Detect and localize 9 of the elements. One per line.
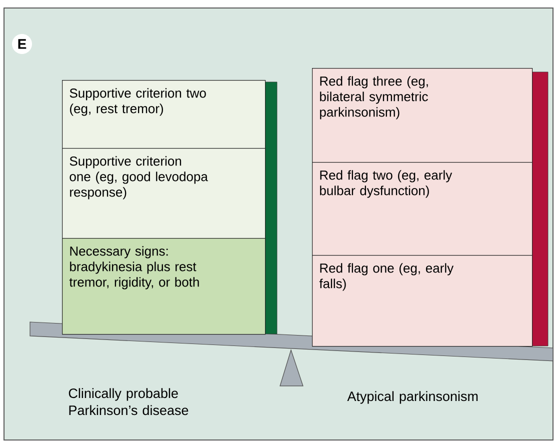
criterion-box: Supportive criterion one (eg, good levodopa response) <box>62 148 266 239</box>
criterion-box: Red flag three (eg, bilateral symmetric parkinsonism) <box>312 68 533 163</box>
criterion-box: Red flag one (eg, early falls) <box>312 254 533 347</box>
criterion-box: Red flag two (eg, early bulbar dysfunction) <box>312 162 533 256</box>
criterion-box: Supportive criterion two (eg, rest tremor) <box>62 80 266 149</box>
group-caption: Atypical parkinsonism <box>347 391 478 404</box>
panel-letter: E <box>12 34 32 54</box>
criterion-box: Necessary signs: bradykinesia plus rest tremor, rigidity, or both <box>62 238 266 335</box>
group-caption: Clinically probable Parkinson’s disease <box>68 388 188 416</box>
